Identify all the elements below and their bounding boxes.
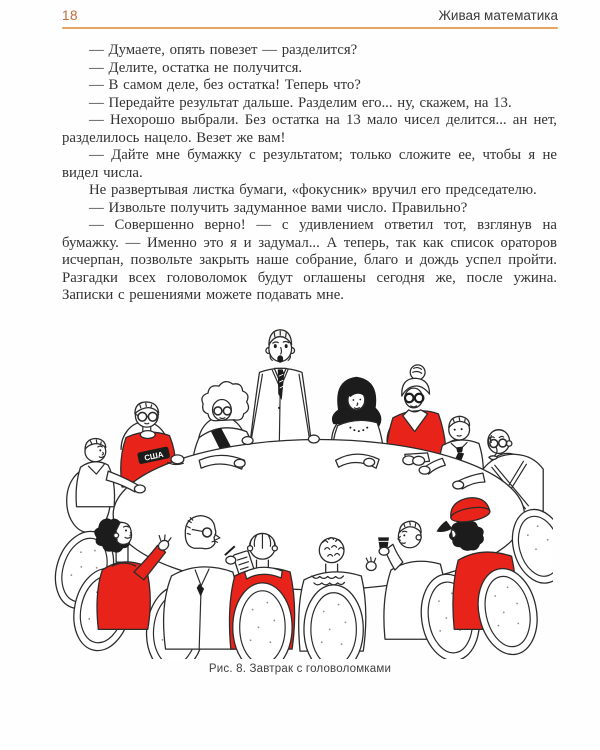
person-curly-boy <box>93 517 172 630</box>
paragraph-2: — Делите, остатка не получится. <box>89 59 303 76</box>
chair <box>477 567 538 655</box>
paragraph-6: — Дайте мне бумажку с результатом; тольк… <box>62 147 557 181</box>
hands-on-table <box>105 433 486 494</box>
chair <box>302 583 364 659</box>
chair <box>231 581 293 659</box>
paragraph-9: — Совершенно верно! — с удивлением ответ… <box>62 217 557 303</box>
chair <box>511 508 553 584</box>
paragraph-7: Не развертывая листка бумаги, «фокусник»… <box>89 182 537 198</box>
paragraph-5: — Нехорошо выбрали. Без остатка на 13 ма… <box>62 112 557 146</box>
page-number: 18 <box>62 8 79 23</box>
badge-text: США <box>143 449 164 462</box>
figure-breakfast-puzzles: США <box>0 311 600 675</box>
sweater-badge: США <box>136 446 170 464</box>
person-chairman <box>248 328 313 448</box>
figure-caption: Рис. 8. Завтрак с головоломками <box>208 662 392 675</box>
body-text: — Думаете, опять повезет — разделится? —… <box>0 29 600 305</box>
paragraph-4: — Передайте результат дальше. Разделим е… <box>89 94 512 111</box>
red-visor-cap <box>449 496 491 522</box>
paragraph-8: — Извольте получить задуманное вами числ… <box>89 199 468 216</box>
paragraph-1: — Думаете, опять повезет — разделится? <box>89 42 358 58</box>
page-header: 18 Живая математика <box>0 0 600 23</box>
book-title: Живая математика <box>438 8 558 23</box>
person-young-man <box>74 437 115 507</box>
round-table-illustration: США <box>54 328 553 659</box>
paragraph-3: — В самом деле, без остатка! Теперь что? <box>89 77 361 93</box>
header-rule <box>62 27 558 29</box>
